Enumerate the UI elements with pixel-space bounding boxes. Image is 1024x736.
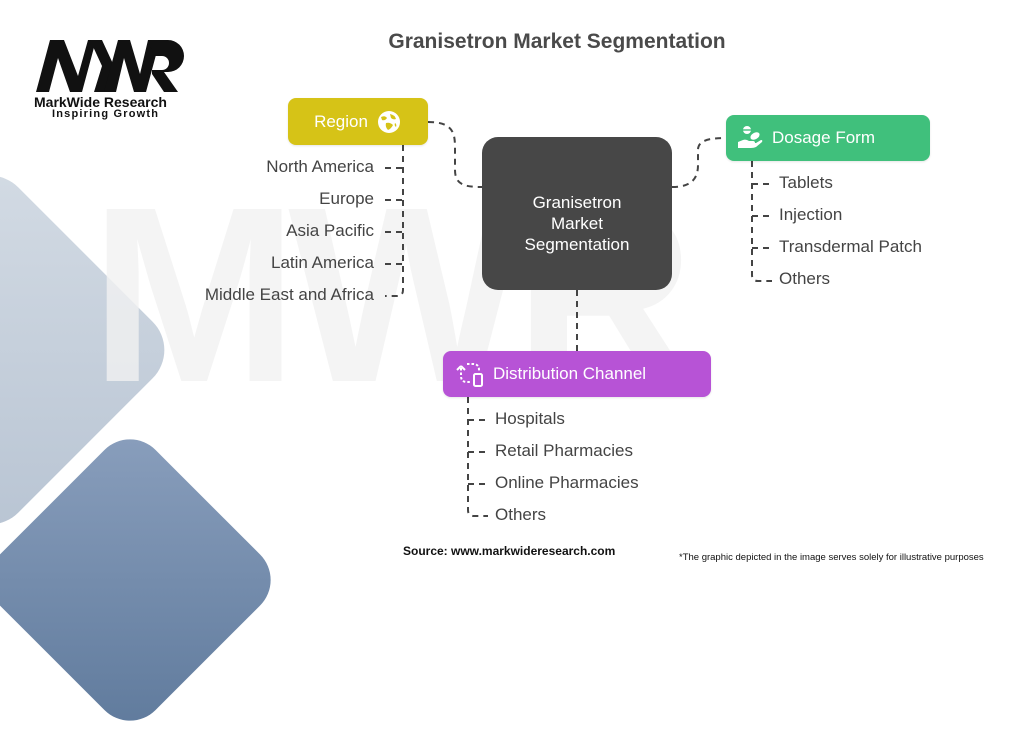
- segment-region: Region: [288, 98, 428, 145]
- source-text: Source: www.markwideresearch.com: [403, 544, 616, 558]
- center-node-line: Market: [551, 214, 603, 233]
- region-item: Europe: [319, 189, 374, 208]
- dosage-form-item: Injection: [779, 205, 843, 224]
- segment-dosage-form: Dosage Form: [726, 115, 930, 161]
- hand-pills-icon: [738, 126, 763, 148]
- region-item: North America: [266, 157, 374, 176]
- region-item: Latin America: [271, 253, 374, 272]
- segment-region-label: Region: [314, 111, 368, 131]
- dosage-form-item: Transdermal Patch: [779, 237, 922, 256]
- region-item: Middle East and Africa: [204, 285, 374, 304]
- center-node-line: Granisetron: [532, 193, 622, 212]
- segment-distribution-channel-label: Distribution Channel: [493, 364, 647, 383]
- disclaimer-text: *The graphic depicted in the image serve…: [679, 552, 984, 563]
- segment-distribution-channel: Distribution Channel: [443, 351, 711, 397]
- center-node: Granisetron Market Segmentation: [482, 137, 672, 290]
- brand-name: MarkWide Research: [34, 94, 167, 110]
- distribution-channel-item: Retail Pharmacies: [495, 441, 633, 460]
- distribution-channel-item: Hospitals: [495, 409, 565, 428]
- logo-icon: [36, 40, 184, 92]
- region-item: Asia Pacific: [286, 221, 374, 240]
- distribution-channel-item: Online Pharmacies: [495, 473, 639, 492]
- dosage-form-item: Others: [779, 269, 831, 288]
- connector-lines: [385, 121, 772, 517]
- distribution-cycle-icon: [456, 363, 483, 387]
- center-node-line: Segmentation: [524, 235, 630, 254]
- segment-dosage-form-label: Dosage Form: [772, 128, 875, 147]
- distribution-channel-item: Others: [495, 505, 547, 524]
- brand-tagline: Inspiring Growth: [52, 108, 160, 120]
- dosage-form-item: Tablets: [779, 173, 833, 192]
- globe-icon: [377, 110, 400, 133]
- page-title: Granisetron Market Segmentation: [388, 30, 726, 53]
